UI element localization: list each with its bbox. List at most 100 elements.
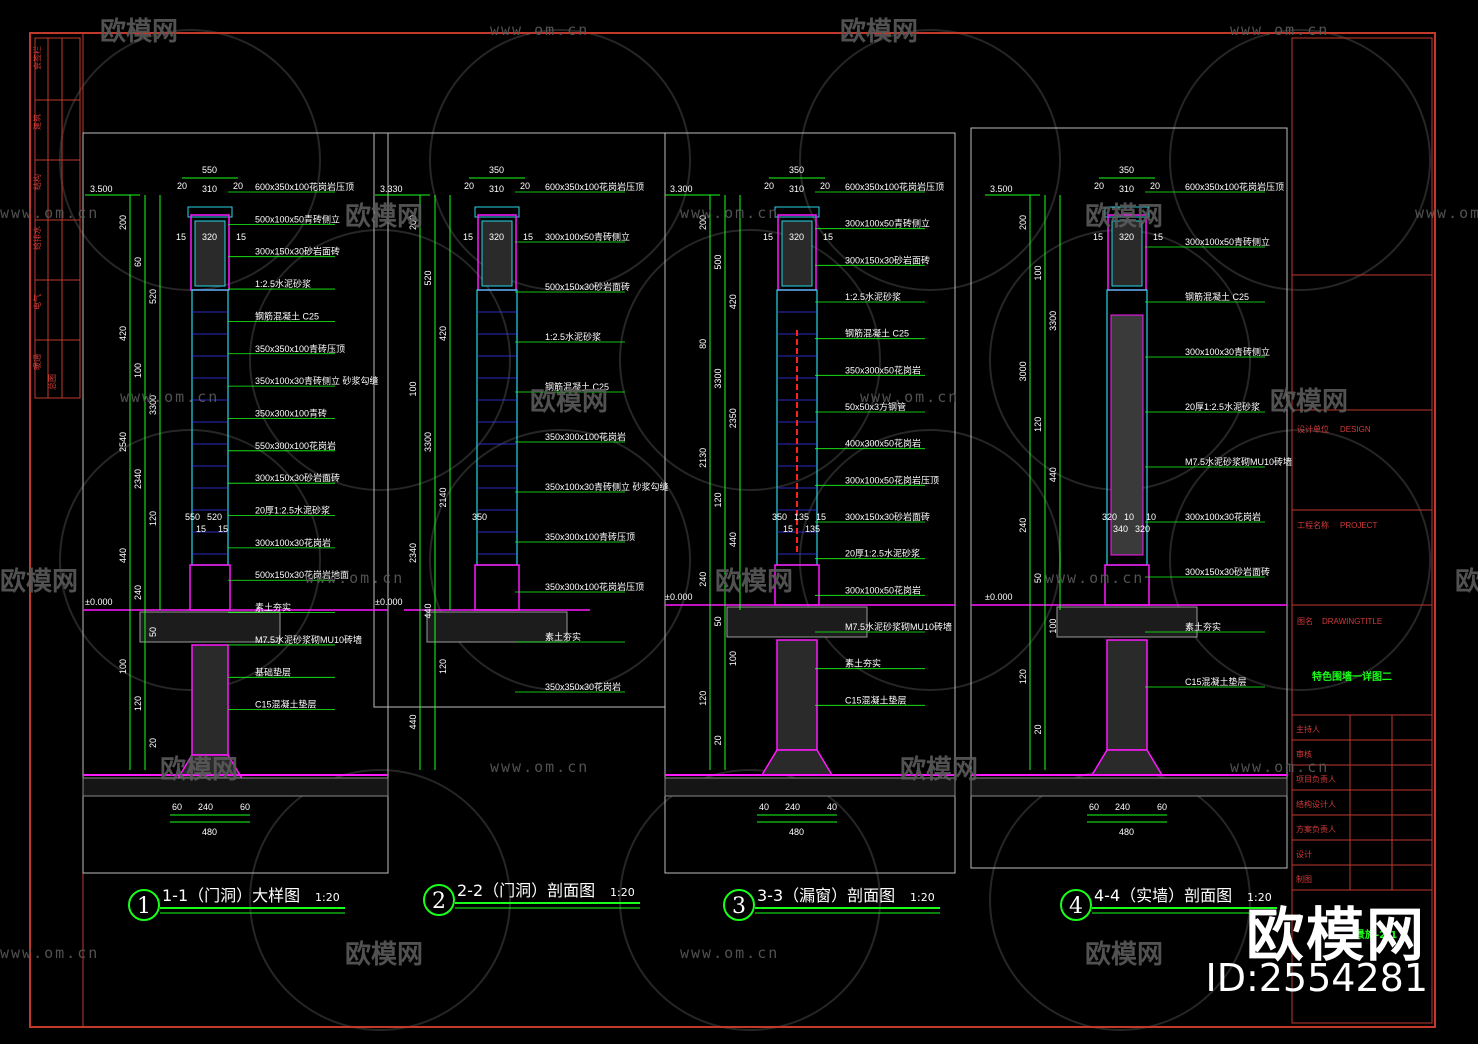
material-note: 300x150x30砂岩面砖 <box>1185 566 1270 577</box>
section-scale: 1:20 <box>1247 891 1272 904</box>
material-note: 300x100x30花岗岩 <box>1185 511 1261 522</box>
material-note: 600x350x100花岗岩压顶 <box>1185 181 1284 192</box>
vertical-dim: 2340 <box>408 543 418 563</box>
tb-row-3: 结构设计人 <box>1296 799 1336 809</box>
tb-row-0: 主持人 <box>1296 724 1320 734</box>
cap-dim: 15 <box>1153 232 1163 242</box>
vertical-dim: 120 <box>698 691 708 706</box>
cap-dim: 15 <box>763 232 773 242</box>
watermark-brand: 欧模网 <box>1455 566 1478 597</box>
vertical-dim: 440 <box>118 548 128 563</box>
coping-stone <box>1104 206 1150 218</box>
material-note: 300x100x50花岗岩 <box>845 584 921 595</box>
material-note: 350x350x100青砖压顶 <box>255 343 345 354</box>
watermark-url: www.om.cn <box>680 204 779 222</box>
material-note: 钢筋混凝土 C25 <box>255 310 319 321</box>
top-dim-part: 310 <box>202 184 217 194</box>
top-dim-part: 310 <box>1119 184 1134 194</box>
material-note: 500x150x30花岗岩地面 <box>255 569 349 580</box>
strip-label-2: 结构 <box>32 174 42 190</box>
tb-design-unit-en: DESIGN <box>1340 425 1371 434</box>
left-signature-strip: 会签栏 建筑 结构 给排水 电气 暖通 总图 <box>32 37 81 399</box>
material-note: 600x350x100花岗岩压顶 <box>255 181 354 192</box>
top-dim-part: 20 <box>233 181 243 191</box>
tb-row-4: 方案负责人 <box>1296 824 1336 834</box>
watermark-url: www.om.cn <box>1230 21 1329 39</box>
section-number-circle <box>423 884 455 916</box>
material-note: 20厚1:2.5水泥砂浆 <box>255 505 330 516</box>
vertical-dim: 440 <box>1048 467 1058 482</box>
material-note: 300x150x30砂岩面砖 <box>255 246 340 257</box>
material-note: 350x300x50花岗岩 <box>845 364 921 375</box>
vertical-dim: 100 <box>728 651 738 666</box>
material-note: 素土夯实 <box>1185 621 1221 632</box>
section-scale: 1:20 <box>610 886 635 899</box>
cap-dim: 320 <box>489 232 504 242</box>
bottom-total-dim: 480 <box>789 827 804 837</box>
vertical-dim: 20 <box>148 738 158 748</box>
vertical-dim: 440 <box>408 714 418 729</box>
tb-row-1: 审核 <box>1296 749 1312 759</box>
top-dim-part: 20 <box>520 181 530 191</box>
vertical-dim: 120 <box>148 511 158 526</box>
material-note: C15混凝土垫层 <box>845 694 907 705</box>
vertical-dim: 440 <box>728 532 738 547</box>
material-note: 350x300x100青砖 <box>255 407 327 418</box>
mid-dim: 15 <box>816 512 826 522</box>
vertical-dim: 100 <box>118 659 128 674</box>
material-note: 300x150x30砂岩面砖 <box>255 472 340 483</box>
vertical-dim: 60 <box>133 257 143 267</box>
coping-stone <box>774 206 820 218</box>
coping-stone <box>187 206 233 218</box>
brand-id-watermark: ID:2554281 <box>1205 956 1428 1000</box>
vertical-dim: 240 <box>698 572 708 587</box>
cap-dim: 15 <box>823 232 833 242</box>
top-dim-part: 310 <box>789 184 804 194</box>
mid-dim: 320 <box>1102 512 1117 522</box>
material-note: 20厚1:2.5水泥砂浆 <box>845 548 920 559</box>
paving-section <box>426 611 568 643</box>
bottom-total-dim: 480 <box>1119 827 1134 837</box>
vertical-dim: 440 <box>423 603 433 618</box>
watermark-url: www.om.cn <box>680 944 779 962</box>
vertical-dim: 420 <box>118 326 128 341</box>
elevation-top-label: 3.500 <box>90 184 113 194</box>
mid-dim: 15 <box>783 524 793 534</box>
section-scale: 1:20 <box>910 891 935 904</box>
elevation-ground-label: ±0.000 <box>375 597 402 607</box>
vertical-dim: 2140 <box>438 487 448 507</box>
watermark-brand: 欧模网 <box>0 566 78 597</box>
material-note: 素土夯实 <box>255 602 291 613</box>
strip-label-3: 给排水 <box>32 226 42 250</box>
tb-row-2: 项目负责人 <box>1296 774 1336 784</box>
watermark-brand: 欧模网 <box>1270 386 1348 417</box>
material-note: C15混凝土垫层 <box>255 699 317 710</box>
solid-wall-core <box>1110 314 1144 556</box>
watermark-url: www.om.cn <box>1230 758 1329 776</box>
foundation-wall <box>191 644 229 756</box>
top-dim-part: 20 <box>177 181 187 191</box>
section-scale: 1:20 <box>315 891 340 904</box>
material-note: 300x100x30青砖侧立 <box>1185 346 1270 357</box>
section-number: 1 <box>137 894 151 919</box>
capital-core <box>194 220 226 287</box>
cap-dim: 320 <box>202 232 217 242</box>
elevation-top-label: 3.300 <box>670 184 693 194</box>
material-note: 350x100x30青砖侧立 砂浆勾缝 <box>545 481 669 492</box>
mid-dim: 15 <box>196 524 206 534</box>
capital-core <box>781 220 813 287</box>
vertical-dim: 3300 <box>1048 311 1058 331</box>
bottom-dim: 240 <box>198 802 213 812</box>
material-note: C15混凝土垫层 <box>1185 676 1247 687</box>
paving-section <box>1056 606 1198 638</box>
top-width-dim: 350 <box>1119 165 1134 175</box>
vertical-dim: 2350 <box>728 408 738 428</box>
vertical-dim: 100 <box>1048 619 1058 634</box>
material-note: 600x350x100花岗岩压顶 <box>845 181 944 192</box>
mid-dim: 520 <box>207 512 222 522</box>
vertical-dim: 240 <box>133 585 143 600</box>
vertical-dim: 420 <box>728 294 738 309</box>
watermark-brand: 欧模网 <box>160 754 238 785</box>
